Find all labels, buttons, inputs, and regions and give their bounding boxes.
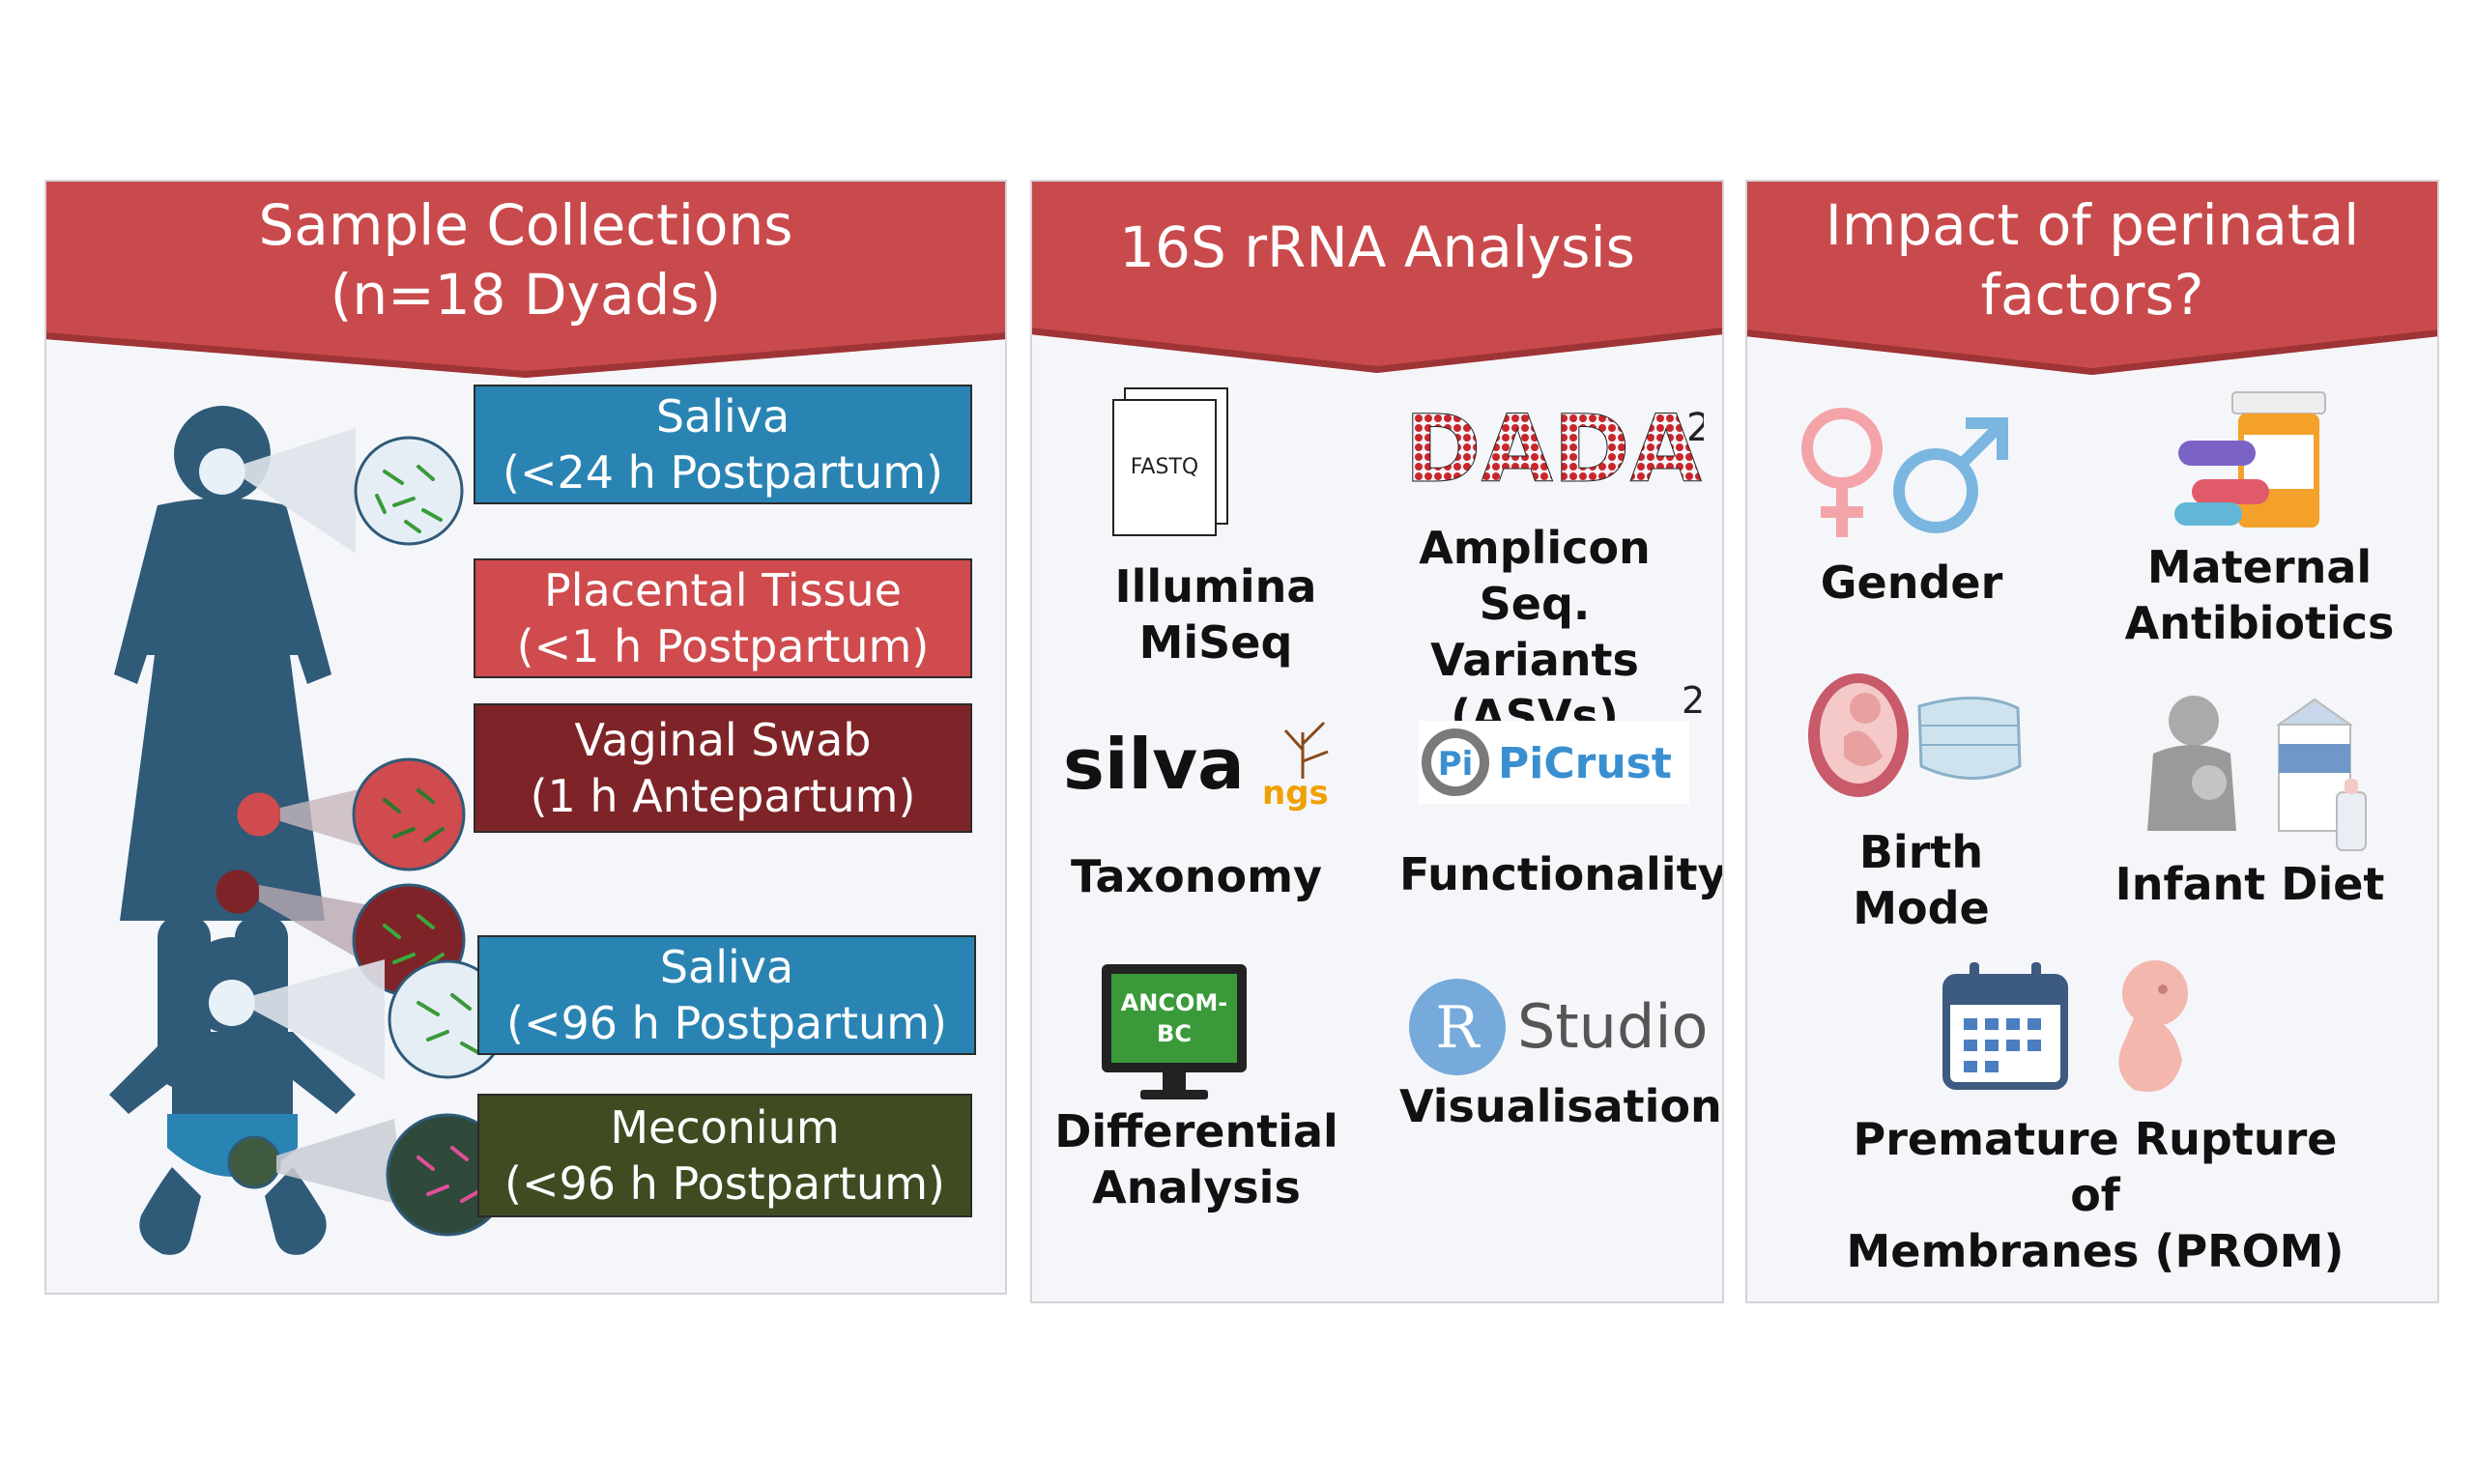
vaginal-swab-box: Vaginal Swab (1 h Antepartum)	[474, 703, 972, 833]
sample-collections-header: Sample Collections (n=18 Dyads)	[46, 182, 1005, 378]
svg-text:Studio: Studio	[1517, 991, 1708, 1062]
saliva-mother-box: Saliva (<24 h Postpartum)	[474, 385, 972, 504]
ancom-bc-monitor-icon: ANCOM- BC	[1102, 964, 1247, 1099]
silva-ngs-logo: silva ngs	[1063, 721, 1329, 813]
gender-label: Gender	[1820, 556, 2003, 609]
svg-text:ngs: ngs	[1262, 774, 1329, 813]
birth-mode-label: Birth Mode	[1853, 826, 1990, 934]
prom-label: Premature Rupture of Membranes (PROM)	[1846, 1113, 2345, 1277]
infant-diet-label: Infant Diet	[2114, 858, 2385, 910]
svg-text:ANCOM-: ANCOM-	[1121, 989, 1228, 1016]
dada2-logo: DADA 2	[1404, 395, 1704, 501]
header-ribbon-shape	[46, 182, 1005, 378]
asv-label: Amplicon Seq. Variants (ASVs)	[1419, 522, 1651, 742]
pill-bottle-icon	[2174, 391, 2326, 528]
fastq-file-icon: FASTQ	[1112, 387, 1228, 536]
placental-tissue-box: Placental Tissue (<1 h Postpartum)	[474, 558, 972, 678]
illumina-miseq-label: Illumina MiSeq	[1114, 560, 1317, 669]
perinatal-factors-panel: Impact of perinatal factors? Gender Mate…	[1745, 180, 2439, 1303]
header-ribbon-shape	[1032, 182, 1722, 373]
svg-text:BC: BC	[1157, 1020, 1192, 1047]
visualisation-label: Visualisation	[1399, 1080, 1722, 1132]
svg-text:DADA: DADA	[1404, 395, 1702, 500]
perinatal-factors-title: Impact of perinatal factors?	[1825, 191, 2360, 328]
differential-analysis-label: Differential Analysis	[1054, 1105, 1338, 1213]
analysis-panel: 16S rRNA Analysis FASTQ Illumina MiSeq D…	[1030, 180, 1724, 1303]
svg-text:FASTQ: FASTQ	[1131, 455, 1198, 479]
gender-symbols-icon	[1801, 408, 2008, 537]
calendar-embryo-icon	[1942, 960, 2188, 1092]
svg-text:Pi: Pi	[1438, 745, 1474, 784]
rstudio-logo: R Studio	[1409, 979, 1708, 1075]
analysis-title: 16S rRNA Analysis	[1119, 214, 1635, 280]
maternal-antibiotics-label: Maternal Antibiotics	[2124, 541, 2395, 649]
breastfeeding-formula-icon	[2147, 696, 2367, 851]
svg-text:silva: silva	[1063, 724, 1245, 805]
meconium-box: Meconium (<96 h Postpartum)	[477, 1094, 972, 1217]
saliva-infant-box: Saliva (<96 h Postpartum)	[477, 935, 976, 1055]
svg-text:PiCrust: PiCrust	[1498, 739, 1672, 788]
perinatal-factors-header: Impact of perinatal factors?	[1747, 182, 2437, 378]
sample-collections-title: Sample Collections (n=18 Dyads)	[258, 191, 793, 328]
sample-collections-panel: Sample Collections (n=18 Dyads)	[44, 180, 1007, 1295]
functionality-label: Functionality	[1399, 848, 1724, 900]
svg-text:2: 2	[1686, 406, 1704, 450]
analysis-header: 16S rRNA Analysis	[1032, 182, 1722, 378]
fetus-and-mask-icon	[1808, 673, 2022, 797]
picrust2-logo: Pi PiCrust 2	[1419, 684, 1705, 804]
svg-text:2: 2	[1682, 684, 1705, 722]
mother-figure-icon	[114, 406, 466, 1088]
header-ribbon-shape	[1747, 182, 2437, 375]
svg-text:R: R	[1435, 994, 1481, 1062]
taxonomy-label: Taxonomy	[1071, 850, 1323, 902]
